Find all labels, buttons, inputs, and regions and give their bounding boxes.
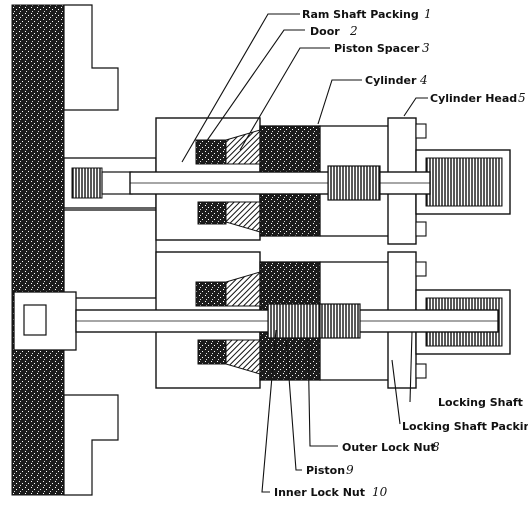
svg-text:Piston: Piston bbox=[306, 464, 345, 477]
label-piston-spacer: Piston Spacer 3 bbox=[334, 41, 430, 55]
label-cylinder: Cylinder 4 bbox=[365, 73, 428, 87]
label-ram-shaft-packing: Ram Shaft Packing 1 bbox=[302, 7, 432, 21]
svg-text:10: 10 bbox=[372, 485, 388, 499]
label-inner-lock-nut: Inner Lock Nut 10 bbox=[274, 485, 388, 499]
base-plate bbox=[11, 4, 119, 496]
svg-text:Cylinder Head: Cylinder Head bbox=[430, 92, 517, 105]
svg-text:Cylinder: Cylinder bbox=[365, 74, 417, 87]
label-locking-shaft-packing: Locking Shaft Packin bbox=[402, 420, 528, 433]
mounting-block-lower bbox=[13, 209, 157, 351]
svg-text:9: 9 bbox=[346, 463, 354, 477]
leader-lines bbox=[181, 13, 428, 493]
label-piston: Piston 9 bbox=[306, 463, 354, 477]
svg-text:Piston Spacer: Piston Spacer bbox=[334, 42, 420, 55]
label-cylinder-head: Cylinder Head 5 bbox=[430, 91, 526, 105]
upper-shaft bbox=[129, 165, 431, 201]
lower-shaft bbox=[75, 303, 499, 339]
svg-text:Inner Lock Nut: Inner Lock Nut bbox=[274, 486, 365, 499]
svg-text:Locking Shaft Packin: Locking Shaft Packin bbox=[402, 420, 528, 433]
svg-text:Locking Shaft: Locking Shaft bbox=[438, 396, 523, 409]
svg-text:5: 5 bbox=[518, 91, 526, 105]
label-outer-lock-nut: Outer Lock Nut 8 bbox=[342, 440, 440, 454]
svg-text:2: 2 bbox=[349, 24, 358, 38]
svg-text:8: 8 bbox=[432, 440, 440, 454]
svg-text:Outer Lock Nut: Outer Lock Nut bbox=[342, 441, 436, 454]
label-door: Door 2 bbox=[310, 24, 358, 38]
svg-text:3: 3 bbox=[422, 41, 430, 55]
svg-text:4: 4 bbox=[419, 73, 428, 87]
svg-text:Door: Door bbox=[310, 25, 340, 38]
svg-text:Ram Shaft Packing: Ram Shaft Packing bbox=[302, 8, 419, 21]
svg-text:1: 1 bbox=[424, 7, 432, 21]
head-bolts bbox=[415, 123, 427, 379]
label-locking-shaft: Locking Shaft bbox=[438, 396, 523, 409]
